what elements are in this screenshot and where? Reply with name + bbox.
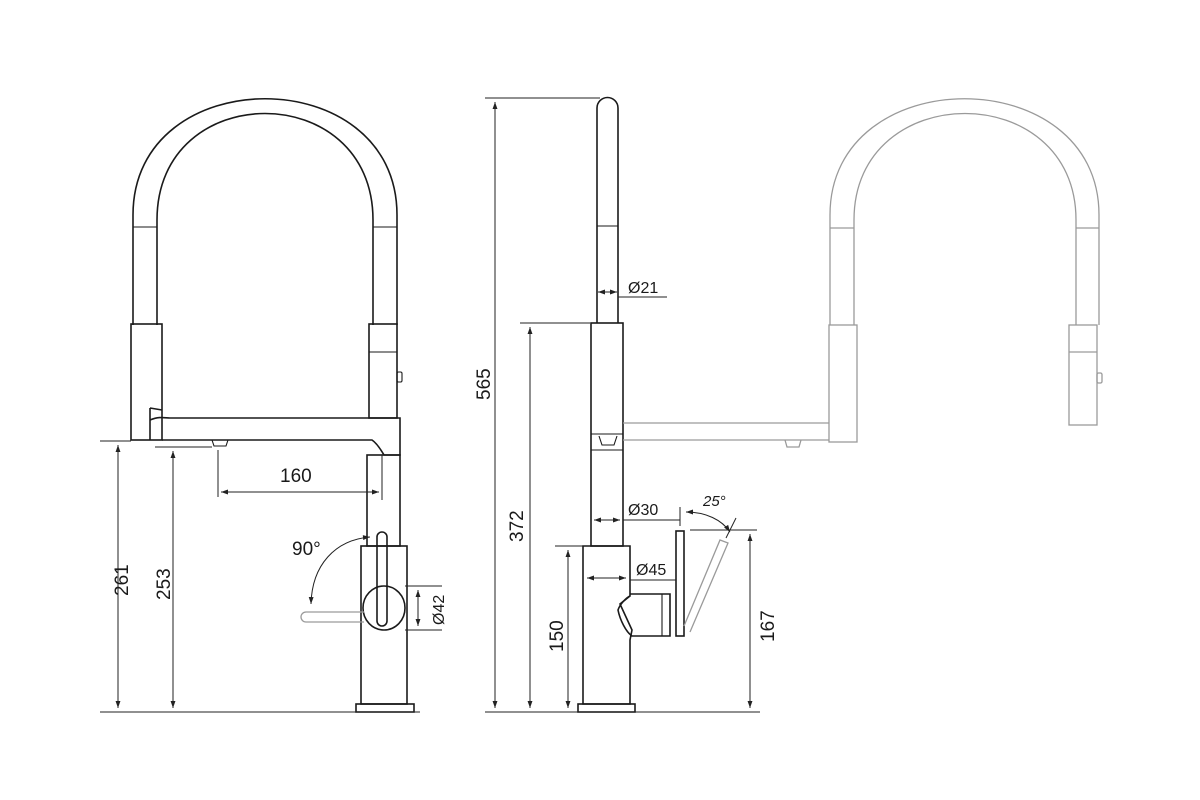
ghost-arch-inner xyxy=(853,113,1077,325)
rotation-arc xyxy=(308,535,371,605)
total-height-label: 565 xyxy=(474,368,495,400)
handle-hub xyxy=(362,585,406,631)
spray-button xyxy=(396,371,403,383)
outlet-height-label: 253 xyxy=(154,568,175,600)
hose-diameter-label: Ø21 xyxy=(628,280,658,297)
ghost-left-sleeve xyxy=(828,324,858,443)
front-arch-outer xyxy=(132,97,398,325)
spray-head xyxy=(368,323,398,419)
left-sleeve xyxy=(130,323,163,441)
base-plate xyxy=(355,703,415,713)
body-height-label: 372 xyxy=(507,510,528,542)
handle-height-label: 167 xyxy=(758,610,779,642)
front-view: 90° Ø42 160 261 253 xyxy=(100,97,448,713)
handle-cartridge xyxy=(617,593,671,637)
side-handle-lever xyxy=(675,530,685,637)
spout-nozzle xyxy=(211,439,229,447)
tilt-line xyxy=(725,517,737,539)
hose-pipe xyxy=(596,96,619,323)
tilt-arc xyxy=(685,509,731,533)
spout-arm xyxy=(149,407,401,456)
handle-tilt-label: 25° xyxy=(702,493,726,510)
side-base-plate xyxy=(577,703,636,713)
side-lower-body xyxy=(582,545,633,705)
handle-diameter-label: Ø42 xyxy=(431,595,448,625)
side-nozzle xyxy=(598,435,618,446)
body-diameter-label: Ø30 xyxy=(628,502,658,519)
ghost-spray-button xyxy=(1096,372,1103,384)
front-arch-inner xyxy=(156,112,374,325)
base-diameter-label: Ø45 xyxy=(636,562,666,579)
ghost-spray-head xyxy=(1068,324,1098,426)
handle-rotation-label: 90° xyxy=(292,539,321,560)
spout-reach-label: 160 xyxy=(280,466,312,487)
ghost-arch-outer xyxy=(829,98,1100,325)
ghost-nozzle xyxy=(784,439,802,448)
side-handle-tilted xyxy=(683,539,729,633)
spout-height-label: 261 xyxy=(112,564,133,596)
ghost-view xyxy=(623,98,1103,448)
base-body-height-label: 150 xyxy=(547,620,568,652)
handle-lever-rotated xyxy=(300,611,364,623)
handle-lever xyxy=(376,531,388,627)
side-view: Ø21 Ø30 Ø45 25° 565 372 150 167 xyxy=(474,96,779,713)
